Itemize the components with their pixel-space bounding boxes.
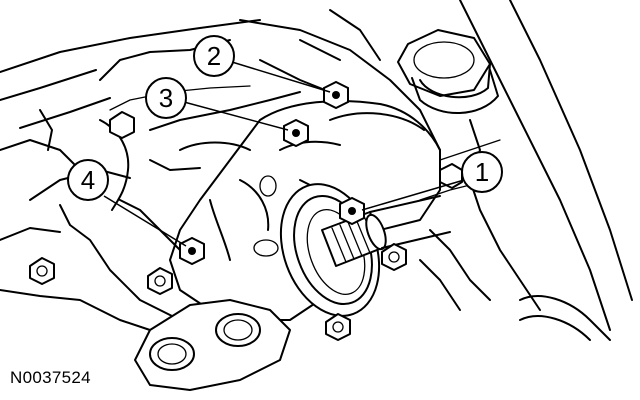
bolt-3 (283, 118, 309, 148)
bolt-top-left (109, 111, 135, 139)
bolt-mid (381, 243, 407, 271)
leader-line-1 (361, 179, 465, 211)
bolt-4 (179, 236, 205, 266)
figure-id-label: N0037524 (10, 368, 91, 387)
bolt-lower-mid (325, 313, 351, 341)
callout-3-number: 3 (159, 83, 173, 113)
callout-4-number: 4 (81, 165, 95, 195)
bolt-1 (339, 196, 365, 226)
callout-2: 2 (193, 35, 235, 77)
engine-block-outline (0, 0, 633, 341)
bolt-left (29, 257, 55, 285)
leader-line-3 (183, 101, 289, 131)
callout-2-number: 2 (207, 41, 221, 71)
hex-plug (397, 29, 499, 114)
leader-line-2 (231, 61, 331, 93)
coolant-flange (134, 299, 291, 391)
bolt-lower-left (147, 267, 173, 295)
leader-line-4 (103, 195, 187, 247)
callout-1: 1 (461, 151, 503, 193)
callout-1-number: 1 (475, 157, 489, 187)
cooler-plate (279, 183, 451, 317)
callout-3: 3 (145, 77, 187, 119)
callout-4: 4 (67, 159, 109, 201)
bolt-2 (323, 80, 349, 110)
background-bolts (29, 111, 463, 341)
